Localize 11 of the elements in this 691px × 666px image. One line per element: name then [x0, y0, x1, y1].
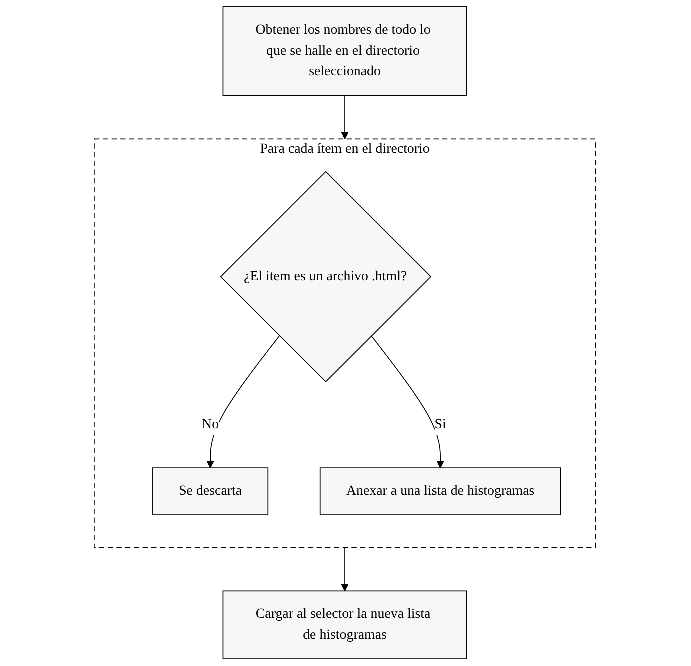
edge-label: Si — [435, 417, 447, 432]
arrow — [342, 547, 350, 592]
arrow — [342, 95, 350, 140]
node-box: Anexar a una lista de histogramas — [320, 468, 562, 516]
arrow — [207, 336, 281, 468]
node-box: Cargar al selector la nueva lista de histogramas — [223, 590, 468, 660]
edge-label: No — [202, 417, 220, 432]
node-diamond: ¿El item es un archivo .html? — [220, 171, 432, 383]
node-box: Se descarta — [153, 468, 270, 516]
node-box: Obtener los nombres de todo lo que se halle en el directorio seleccionado — [223, 6, 468, 96]
arrow — [372, 336, 445, 468]
